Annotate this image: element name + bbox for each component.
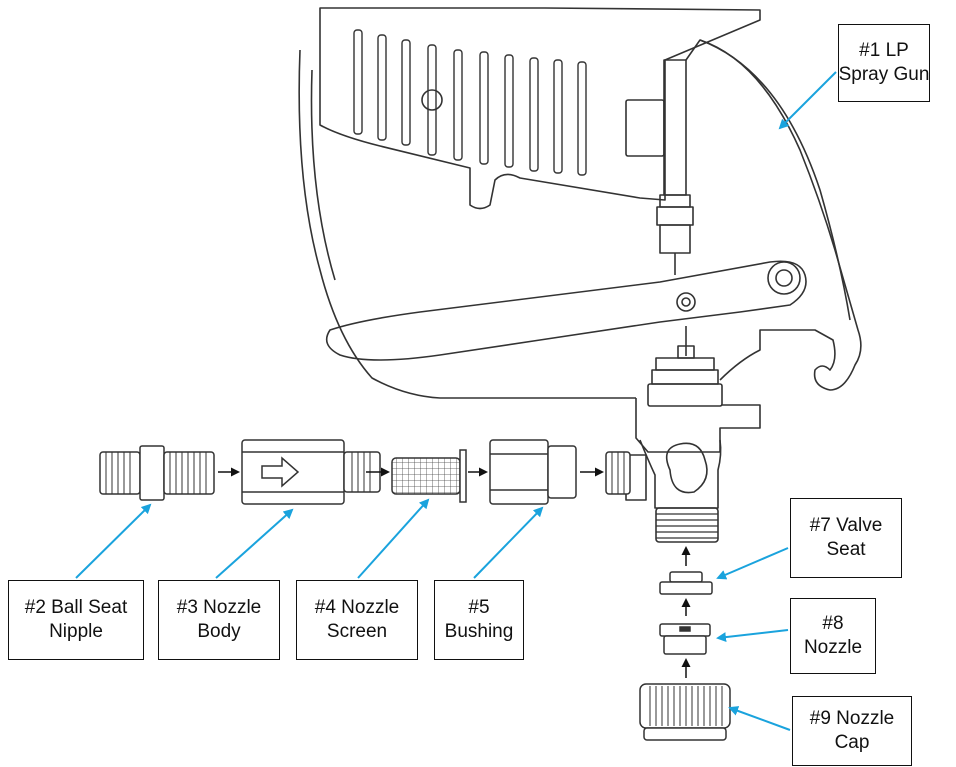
callout-part3-line1: #3 Nozzle	[176, 597, 262, 618]
callout-part4-line2: Screen	[326, 621, 388, 642]
bushing	[489, 439, 577, 505]
callout-part2-line2: Nipple	[49, 621, 103, 642]
callout-part9: #9 Nozzle Cap	[792, 696, 912, 766]
nozzle-body	[241, 439, 381, 505]
callout-part4-line1: #4 Nozzle	[314, 597, 400, 618]
leader-lines	[75, 71, 837, 731]
grip-grooves	[353, 29, 587, 176]
leader-line-part9	[728, 706, 791, 731]
nozzle-tip	[659, 623, 711, 655]
callout-part5-line1: #5	[468, 597, 490, 618]
trigger-lever	[325, 260, 807, 361]
nozzle-screen	[391, 449, 467, 503]
ball-seat-nipple	[99, 445, 215, 501]
callout-part2: #2 Ball Seat Nipple	[8, 580, 144, 660]
gun-inlet-thread	[605, 451, 631, 495]
callout-part5: #5 Bushing	[434, 580, 524, 660]
assembly-arrows	[218, 467, 691, 678]
leader-line-part8	[716, 629, 789, 643]
callout-part1-line2: Spray Gun	[838, 64, 930, 85]
leader-line-part2	[75, 503, 152, 579]
callout-part3: #3 Nozzle Body	[158, 580, 280, 660]
callout-part7: #7 Valve Seat	[790, 498, 902, 578]
callout-part9-line1: #9 Nozzle	[809, 708, 895, 729]
flow-direction-arrow-icon	[261, 456, 300, 488]
leader-line-part7	[716, 547, 789, 580]
spray-gun	[298, 7, 862, 543]
callout-part1-line1: #1 LP	[859, 40, 909, 61]
callout-part3-line2: Body	[197, 621, 241, 642]
callout-part8: #8 Nozzle	[790, 598, 876, 674]
callout-part5-line2: Bushing	[444, 621, 514, 642]
callout-part8-line2: Nozzle	[803, 637, 863, 658]
callout-part9-line2: Cap	[834, 732, 870, 753]
callout-part7-line1: #7 Valve	[809, 515, 883, 536]
callout-part2-line1: #2 Ball Seat	[24, 597, 128, 618]
callout-part8-line1: #8	[822, 613, 844, 634]
callout-part7-line2: Seat	[826, 539, 866, 560]
leader-line-part1	[778, 71, 837, 130]
nozzle-cap	[639, 683, 731, 741]
leader-line-part4	[357, 498, 430, 579]
callout-part1: #1 LP Spray Gun	[838, 24, 930, 102]
handle-hole	[421, 89, 443, 111]
handle-window	[625, 99, 665, 157]
callout-part4: #4 Nozzle Screen	[296, 580, 418, 660]
leader-line-part5	[473, 506, 544, 579]
valve-seat	[659, 571, 713, 595]
leader-line-part3	[215, 508, 294, 579]
